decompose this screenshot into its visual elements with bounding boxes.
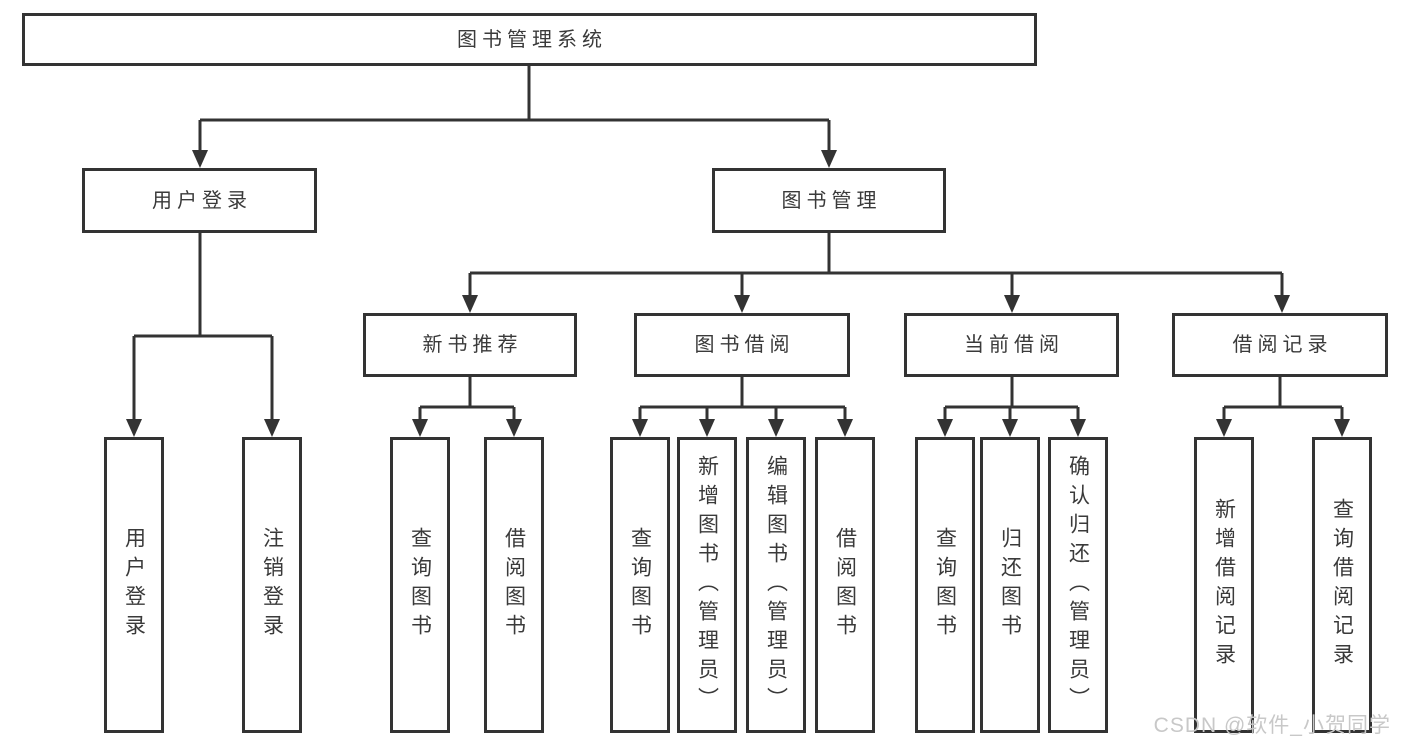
- arrowhead-icon: [126, 419, 142, 437]
- leaf-query-books-2: 查询图书: [610, 437, 670, 733]
- leaf-borrow-books-1: 借阅图书: [484, 437, 544, 733]
- arrowhead-icon: [1004, 295, 1020, 313]
- watermark: CSDN @软件_小贺同学: [1153, 714, 1391, 737]
- node-label: 确认归还（管理员）: [1066, 454, 1090, 716]
- node-label: 新增图书（管理员）: [695, 454, 719, 716]
- leaf-query-books-3: 查询图书: [915, 437, 975, 733]
- leaf-confirm-return-admin: 确认归还（管理员）: [1048, 437, 1108, 733]
- node-label: 借阅记录: [1232, 334, 1333, 356]
- arrowhead-icon: [192, 150, 208, 168]
- arrowhead-icon: [821, 150, 837, 168]
- connector-root-to-level2: [192, 66, 837, 168]
- node-root-system: 图书管理系统: [22, 13, 1037, 66]
- arrowhead-icon: [1334, 419, 1350, 437]
- arrowhead-icon: [462, 295, 478, 313]
- node-label: 用户登录: [122, 527, 146, 643]
- node-label: 编辑图书（管理员）: [764, 454, 788, 716]
- node-label: 查询图书: [628, 527, 652, 643]
- node-label: 归还图书: [998, 527, 1022, 643]
- leaf-return-books: 归还图书: [980, 437, 1040, 733]
- node-label: 新增借阅记录: [1212, 498, 1236, 672]
- node-label: 当前借阅: [964, 334, 1064, 356]
- arrowhead-icon: [768, 419, 784, 437]
- leaf-user-login: 用户登录: [104, 437, 164, 733]
- arrowhead-icon: [1216, 419, 1232, 437]
- node-label: 借阅图书: [833, 527, 857, 643]
- leaf-query-books-1: 查询图书: [390, 437, 450, 733]
- connector-book-management-to-level3: [462, 233, 1290, 313]
- node-label: 注销登录: [260, 527, 284, 643]
- node-new-book-recommend: 新书推荐: [363, 313, 577, 377]
- arrowhead-icon: [1002, 419, 1018, 437]
- node-borrow-records: 借阅记录: [1172, 313, 1388, 377]
- connector-new-book-recommend-to-leaves: [412, 377, 522, 437]
- arrowhead-icon: [632, 419, 648, 437]
- connector-user-login-to-leaves: [126, 233, 280, 437]
- leaf-logout: 注销登录: [242, 437, 302, 733]
- leaf-edit-books-admin: 编辑图书（管理员）: [746, 437, 806, 733]
- node-user-login: 用户登录: [82, 168, 317, 233]
- arrowhead-icon: [699, 419, 715, 437]
- node-label: 新书推荐: [422, 334, 523, 356]
- node-label: 图书管理系统: [457, 28, 607, 51]
- node-book-borrow: 图书借阅: [634, 313, 850, 377]
- node-label: 借阅图书: [502, 527, 526, 643]
- node-label: 查询借阅记录: [1330, 498, 1354, 672]
- node-label: 用户登录: [152, 189, 252, 212]
- arrowhead-icon: [412, 419, 428, 437]
- leaf-add-books-admin: 新增图书（管理员）: [677, 437, 737, 733]
- node-book-management: 图书管理: [712, 168, 946, 233]
- arrowhead-icon: [1274, 295, 1290, 313]
- node-label: 查询图书: [933, 527, 957, 643]
- leaf-query-borrow-record: 查询借阅记录: [1312, 437, 1372, 733]
- arrowhead-icon: [264, 419, 280, 437]
- node-label: 查询图书: [408, 527, 432, 643]
- leaf-add-borrow-record: 新增借阅记录: [1194, 437, 1254, 733]
- connector-current-borrow-to-leaves: [937, 377, 1086, 437]
- leaf-borrow-books-2: 借阅图书: [815, 437, 875, 733]
- node-current-borrow: 当前借阅: [904, 313, 1119, 377]
- arrowhead-icon: [937, 419, 953, 437]
- node-label: 图书借阅: [694, 334, 795, 356]
- connector-book-borrow-to-leaves: [632, 377, 853, 437]
- arrowhead-icon: [734, 295, 750, 313]
- node-label: 图书管理: [781, 189, 882, 212]
- connector-borrow-records-to-leaves: [1216, 377, 1350, 437]
- arrowhead-icon: [1070, 419, 1086, 437]
- arrowhead-icon: [837, 419, 853, 437]
- arrowhead-icon: [506, 419, 522, 437]
